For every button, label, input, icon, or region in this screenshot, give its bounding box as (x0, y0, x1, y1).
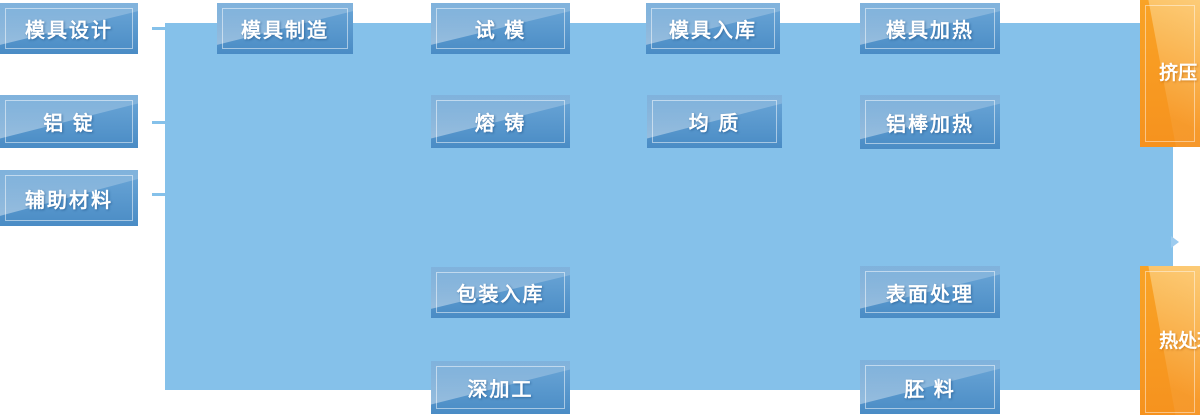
node-mold-manufacturing: 模具制造 (217, 3, 353, 54)
flow-background-panel (165, 23, 1173, 390)
node-label: 辅助材料 (25, 189, 113, 212)
node-packaging-storage: 包装入库 (431, 267, 570, 318)
node-label: 包装入库 (456, 284, 545, 306)
node-surface-treatment: 表面处理 (860, 266, 1000, 318)
node-label: 挤压 (1159, 62, 1198, 84)
node-auxiliary-materials: 辅助材料 (0, 170, 138, 226)
node-aluminum-ingot: 铝 锭 (0, 95, 138, 148)
node-label: 热处理 (1159, 330, 1200, 352)
node-homogenization: 均 质 (647, 95, 782, 148)
node-label: 表面处理 (886, 283, 974, 306)
node-extrusion: 挤压 (1140, 0, 1200, 147)
node-label: 铝 锭 (43, 113, 95, 135)
node-mold-design: 模具设计 (0, 3, 138, 54)
connector-aluminum-ingot (152, 121, 166, 124)
connector-auxiliary-materials (152, 193, 166, 196)
node-melting-casting: 熔 铸 (431, 95, 570, 148)
connector-mold-design (152, 27, 166, 30)
node-label: 熔 铸 (474, 113, 527, 135)
node-mold-storage: 模具入库 (646, 3, 780, 54)
node-label: 铝棒加热 (886, 113, 974, 136)
node-blank-material: 胚 料 (860, 360, 1000, 414)
node-label: 模具设计 (25, 20, 113, 42)
node-label: 模具加热 (886, 20, 974, 42)
node-label: 胚 料 (904, 378, 956, 401)
node-trial-mold: 试 模 (431, 3, 570, 54)
node-mold-heating: 模具加热 (860, 3, 1000, 54)
node-label: 试 模 (474, 20, 527, 42)
node-label: 深加工 (467, 379, 534, 401)
node-rod-heating: 铝棒加热 (860, 95, 1000, 149)
node-label: 模具入库 (669, 20, 757, 42)
node-deep-processing: 深加工 (431, 361, 570, 414)
node-label: 均 质 (688, 113, 741, 135)
flow-arrow-icon (1171, 236, 1179, 248)
node-heat-treatment: 热处理 (1140, 266, 1200, 415)
node-label: 模具制造 (241, 20, 329, 42)
